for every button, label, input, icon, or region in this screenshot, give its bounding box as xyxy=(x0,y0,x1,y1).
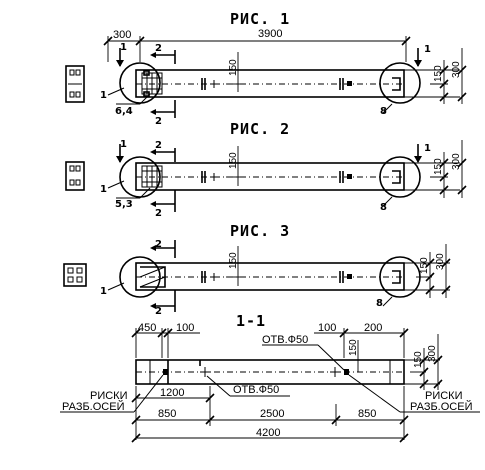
figure-1-dim-150-inner: 150 xyxy=(226,52,242,92)
figure-1-beam xyxy=(119,62,421,104)
figure-3-leader-1: 1 xyxy=(100,286,107,297)
figure-3-dim-side-300: 300 xyxy=(435,253,446,270)
figure-2-section-marks: 1 1 2 2 xyxy=(116,139,431,219)
figure-1-top-dimensions: 300 3900 xyxy=(103,28,411,62)
figure-1-section-marks: 1 1 2 2 xyxy=(116,42,431,127)
figure-1-leader-6-4: 6,4 xyxy=(115,106,133,117)
section-hole-top: ОТВ.Ф50 xyxy=(262,334,345,371)
section-dim-100-right: 100 xyxy=(318,322,336,334)
figure-3-leaders: 1 8 xyxy=(100,282,393,309)
figure-3-dim-150-inner: 150 xyxy=(226,246,242,286)
section-hole-bottom: ОТВ.Ф50 xyxy=(206,375,290,397)
figure-1-side-dimensions: 150 300 xyxy=(404,48,467,104)
figure-2-leaders: 1 5,3 8 xyxy=(100,180,393,213)
figure-1-leader-8: 8 xyxy=(380,106,387,117)
section-dim-100-left: 100 xyxy=(176,322,194,334)
section-bottom-dimensions: 1200 850 2500 850 4200 xyxy=(131,386,409,443)
section-dim-850-right: 850 xyxy=(358,408,376,420)
figure-1-dim-side-150: 150 xyxy=(433,65,444,82)
figure-2-leader-8: 8 xyxy=(380,202,387,213)
section-dim-side-300: 300 xyxy=(427,345,438,362)
figure-2-side-dimensions: 150 300 xyxy=(404,140,467,198)
section-dim-850-left: 850 xyxy=(158,408,176,420)
figure-3-section-marks: 2 2 xyxy=(150,239,176,317)
figure-2-beam xyxy=(119,156,421,198)
figure-1-leader-1: 1 xyxy=(100,90,107,101)
figure-1-dim-side-300: 300 xyxy=(451,61,462,78)
section-riski-left-2: РАЗБ.ОСЕЙ xyxy=(62,400,124,413)
figure-2-cross-section xyxy=(65,161,85,191)
figure-1-mark-2-top: 2 xyxy=(155,43,162,54)
figure-1-leaders: 1 6,4 8 xyxy=(100,87,393,117)
section-1-1-title: 1-1 xyxy=(236,312,266,330)
figure-3-beam xyxy=(119,256,421,298)
figure-2-title: РИС. 2 xyxy=(230,120,290,138)
section-riski-right-2: РАЗБ.ОСЕЙ xyxy=(410,400,472,413)
figure-3-dim-side-150: 150 xyxy=(419,257,430,274)
section-dim-200: 200 xyxy=(364,322,382,334)
section-dim-150-inner-label: 150 xyxy=(348,339,359,356)
section-hole-top-label: ОТВ.Ф50 xyxy=(262,334,308,346)
figure-1-mark-1-right: 1 xyxy=(424,44,431,55)
figure-2-dim-side-300: 300 xyxy=(451,153,462,170)
section-hole-bottom-label: ОТВ.Ф50 xyxy=(233,384,279,396)
figure-3-mark-2-top: 2 xyxy=(155,239,162,250)
figure-2-leader-5-3: 5,3 xyxy=(115,199,133,210)
section-dim-2500: 2500 xyxy=(260,408,284,420)
figure-1-title: РИС. 1 xyxy=(230,10,290,28)
section-riski-left-1: РИСКИ xyxy=(90,390,128,402)
figure-1: РИС. 1 300 3900 1 1 xyxy=(65,10,467,127)
section-dim-4200: 4200 xyxy=(256,427,280,439)
section-1-1: 1-1 450 100 100 200 ОТВ.Ф50 xyxy=(60,312,480,443)
figure-3-dim-150: 150 xyxy=(228,252,239,269)
figure-3-leader-8: 8 xyxy=(376,298,383,309)
section-dim-1200: 1200 xyxy=(160,387,184,399)
figure-1-mark-2-bottom: 2 xyxy=(155,116,162,127)
section-riski-right-1: РИСКИ xyxy=(425,390,463,402)
figure-1-dim-150: 150 xyxy=(228,59,239,76)
section-riski-right: РИСКИ РАЗБ.ОСЕЙ xyxy=(348,374,480,413)
figure-3-title: РИС. 3 xyxy=(230,222,290,240)
section-beam xyxy=(135,359,405,385)
section-dim-150-inner: 150 xyxy=(348,339,364,372)
figure-1-mark-1-left: 1 xyxy=(120,42,127,53)
figure-2-mark-1-right: 1 xyxy=(424,143,431,154)
figure-3: РИС. 3 2 2 xyxy=(63,222,451,317)
figure-2-mark-2-top: 2 xyxy=(155,140,162,151)
section-side-dimensions: 150 300 xyxy=(404,334,443,390)
section-dim-side-150: 150 xyxy=(413,351,424,368)
figure-1-dim-3900: 3900 xyxy=(258,28,282,40)
figure-3-side-dimensions: 150 300 xyxy=(404,244,451,298)
section-top-dimensions: 450 100 100 200 xyxy=(131,322,409,358)
figure-3-mark-2-bottom: 2 xyxy=(155,306,162,317)
figure-3-cross-section xyxy=(63,263,87,287)
figure-2-dim-side-150: 150 xyxy=(433,158,444,175)
section-dim-450: 450 xyxy=(138,322,156,334)
section-riski-left: РИСКИ РАЗБ.ОСЕЙ xyxy=(60,374,164,413)
figure-1-cross-section xyxy=(65,65,85,103)
figure-2-mark-2-bottom: 2 xyxy=(155,208,162,219)
figure-2-dim-150: 150 xyxy=(228,152,239,169)
figure-2: РИС. 2 1 1 2 2 xyxy=(65,120,467,219)
figure-2-leader-1: 1 xyxy=(100,184,107,195)
figure-1-dim-300: 300 xyxy=(113,29,131,41)
figure-2-mark-1-left: 1 xyxy=(120,139,127,150)
figure-2-dim-150-inner: 150 xyxy=(226,146,242,186)
